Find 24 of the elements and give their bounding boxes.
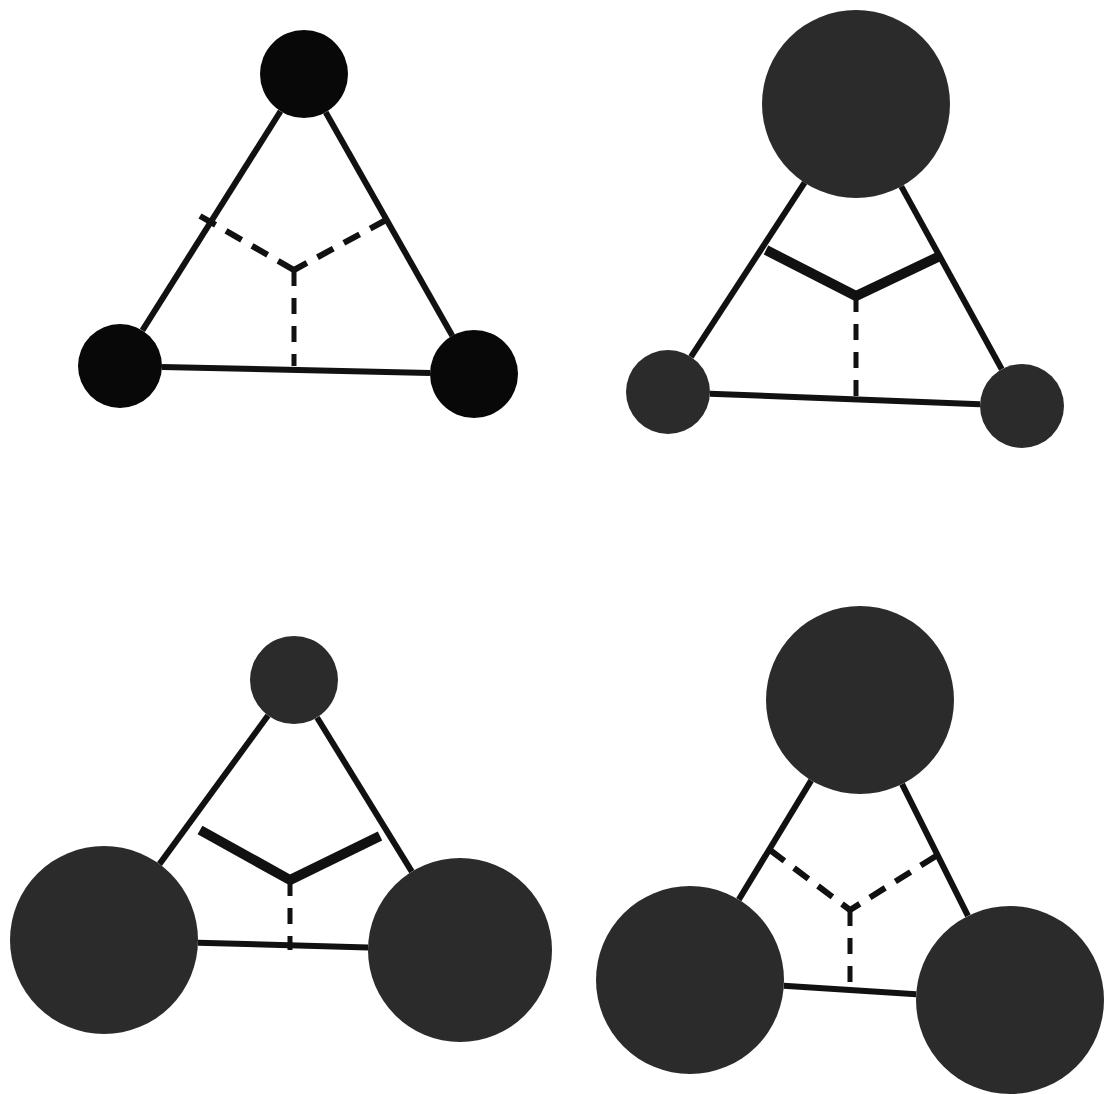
filled-circle [766,606,954,794]
filled-circle [626,350,710,434]
filled-circle [980,364,1064,448]
filled-circle [916,906,1104,1094]
filled-circle [368,858,552,1042]
filled-circle [430,330,518,418]
filled-circle [78,324,162,408]
connector-line [139,109,284,333]
connector-line [157,713,271,866]
connector-line [688,181,808,359]
connector-line [323,110,455,338]
connector-line [783,982,917,998]
filled-circle [10,846,198,1034]
filled-circle [596,886,784,1074]
connector-line [161,363,431,376]
connector-line [899,782,971,918]
connector-line [314,715,415,874]
connector-line [898,184,1005,371]
connector-line [736,778,814,902]
filled-circle [260,30,348,118]
filled-circle [250,636,338,724]
connector-line [709,390,981,408]
connector-line [197,939,369,951]
filled-circle [762,10,950,198]
